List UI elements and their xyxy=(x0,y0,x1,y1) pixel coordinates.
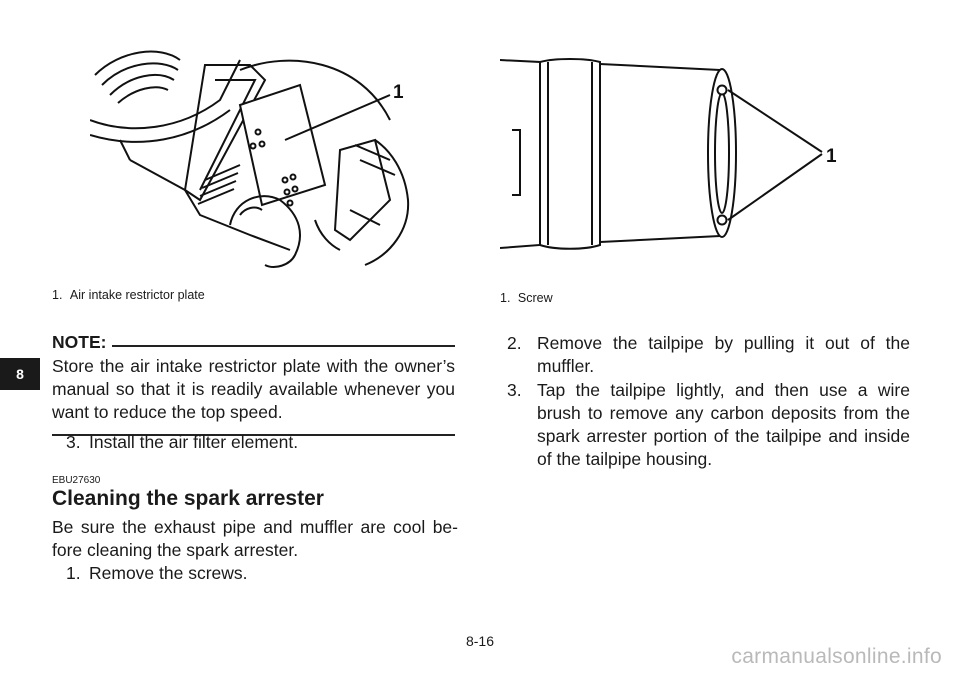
left-step-text: Install the air filter element. xyxy=(89,432,299,452)
left-caption-number: 1. xyxy=(52,288,63,302)
right-caption-text: Screw xyxy=(517,291,553,305)
left-figure-callout: 1 xyxy=(393,82,404,103)
left-caption-text: Air intake restrictor plate xyxy=(69,288,205,302)
right-step-number: 3. xyxy=(507,380,522,400)
air-intake-illustration: 1 xyxy=(90,50,410,268)
tailpipe-illustration: 1 xyxy=(500,58,837,250)
right-steps: 2. Remove the tailpipe by pulling it out… xyxy=(507,332,910,471)
left-step-number: 3. xyxy=(66,432,81,452)
right-caption-number: 1. xyxy=(500,291,511,305)
section-title: Cleaning the spark arrester xyxy=(52,487,324,510)
right-step-number: 2. xyxy=(507,333,522,353)
page-number: 8-16 xyxy=(465,633,495,649)
note-bottom-rule xyxy=(52,434,455,436)
section-step-text: Remove the screws. xyxy=(89,563,248,583)
right-step-text: Tap the tailpipe lightly, and then use a… xyxy=(537,380,910,469)
note-header: NOTE: xyxy=(52,331,455,353)
right-step: 3. Tap the tailpipe lightly, and then us… xyxy=(507,379,910,471)
section-intro: Be sure the exhaust pipe and muffler are… xyxy=(52,517,458,560)
section-code: EBU27630 xyxy=(52,475,101,486)
section-step: 1. Remove the screws. xyxy=(66,562,456,585)
left-figure-caption: 1. Air intake restrictor plate xyxy=(52,287,205,303)
note-block: NOTE: Store the air intake restrictor pl… xyxy=(52,331,455,436)
right-figure-caption: 1. Screw xyxy=(500,290,553,306)
chapter-tab: 8 xyxy=(0,358,40,390)
note-heading: NOTE: xyxy=(52,332,107,352)
note-text: Store the air intake restrictor plate wi… xyxy=(52,356,455,422)
left-step: 3. Install the air filter element. xyxy=(66,431,456,454)
right-step: 2. Remove the tailpipe by pulling it out… xyxy=(507,332,910,378)
section-step-number: 1. xyxy=(66,563,81,583)
right-figure-callout: 1 xyxy=(826,146,837,167)
right-step-text: Remove the tailpipe by pulling it out of… xyxy=(537,333,910,376)
watermark-text: carmanualsonline.info xyxy=(731,645,942,668)
note-top-rule xyxy=(112,345,455,347)
